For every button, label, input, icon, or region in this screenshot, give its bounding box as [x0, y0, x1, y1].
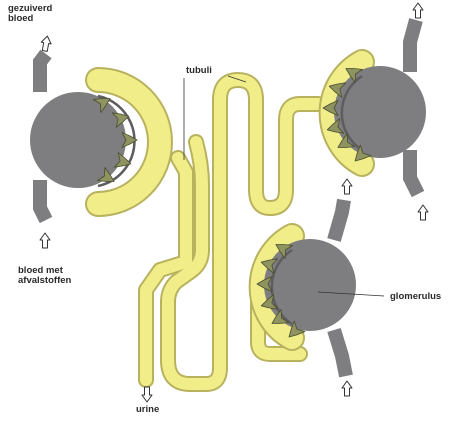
label-clean-blood: gezuiverd bloed — [8, 4, 52, 24]
label-clean-blood-line2: bloed — [8, 14, 52, 24]
nephron-upper-right — [323, 20, 426, 194]
up-arrow-icon — [342, 381, 352, 396]
blood-vessel-out-left — [40, 54, 46, 92]
up-arrow-icon — [418, 205, 428, 220]
blood-vessel-out-upper-right — [410, 20, 416, 72]
blood-vessel-out-lower — [334, 200, 344, 240]
up-arrow-icon — [413, 3, 423, 18]
label-waste-blood-line2: afvalstoffen — [18, 276, 71, 286]
up-arrow-icon — [40, 233, 50, 248]
blood-vessel-in-lower — [334, 330, 346, 376]
label-waste-blood: bloed met afvalstoffen — [18, 266, 71, 286]
label-urine: urine — [136, 405, 159, 415]
blood-vessel-in-upper-right — [410, 150, 418, 194]
blood-vessel-in-left — [40, 180, 46, 220]
label-glomerulus: glomerulus — [390, 292, 441, 302]
label-tubules: tubuli — [186, 66, 212, 76]
up-arrow-icon — [342, 179, 352, 194]
up-arrow-icon — [40, 35, 52, 52]
nephron-left — [30, 54, 160, 220]
down-arrow-icon — [142, 387, 152, 402]
glomerulus-left — [30, 92, 126, 188]
